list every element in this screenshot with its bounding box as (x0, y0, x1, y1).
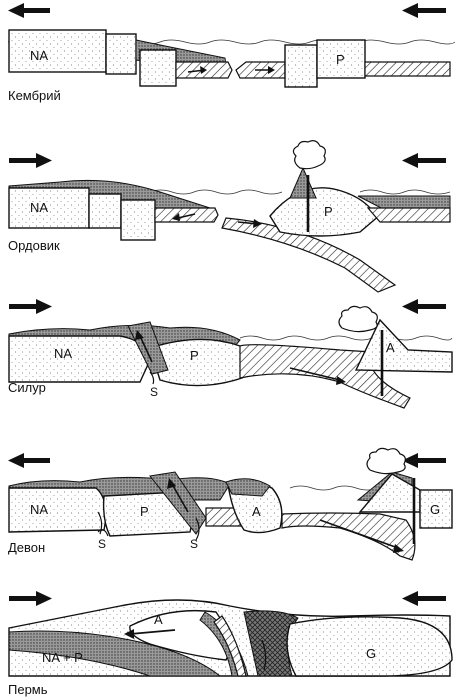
panel-cambrian: NA P Кембрий (7, 3, 456, 103)
arrow-right-icon (9, 591, 52, 606)
block-label: NA (30, 502, 48, 517)
suture-label: S (190, 537, 198, 551)
arrow-left-icon (402, 153, 446, 168)
block-label: G (430, 502, 440, 517)
panel-devonian: NA P A G S S Девон (8, 447, 453, 561)
block-label: P (324, 204, 333, 219)
panel-permian: NA + P A G Пермь (8, 591, 453, 697)
arrow-left-icon (402, 453, 446, 468)
arrow-left-icon (402, 299, 446, 314)
block-label: G (366, 646, 376, 661)
arrow-left-icon (8, 453, 50, 468)
period-label: Кембрий (8, 88, 61, 103)
period-label: Ордовик (8, 238, 60, 253)
block-label: A (154, 612, 163, 627)
block-label: A (386, 340, 395, 355)
block-label: P (140, 504, 149, 519)
block-label: NA (30, 200, 48, 215)
arrow-left-icon (8, 3, 50, 18)
block-label: NA + P (42, 650, 83, 665)
arrow-right-icon (9, 153, 52, 168)
panel-silurian: NA P A S Силур (8, 299, 453, 409)
period-label: Девон (8, 540, 45, 555)
arrow-right-icon (9, 299, 52, 314)
arrow-left-icon (402, 591, 446, 606)
block-label: NA (30, 48, 48, 63)
block-label: P (190, 348, 199, 363)
period-label: Пермь (8, 682, 48, 697)
block-label: NA (54, 346, 72, 361)
block-label: P (336, 52, 345, 67)
suture-label: S (98, 537, 106, 551)
suture-label: S (150, 385, 158, 399)
block-label: A (252, 504, 261, 519)
arrow-left-icon (402, 3, 446, 18)
panel-ordovician: NA P Ордовик (8, 140, 451, 293)
period-label: Силур (8, 380, 46, 395)
